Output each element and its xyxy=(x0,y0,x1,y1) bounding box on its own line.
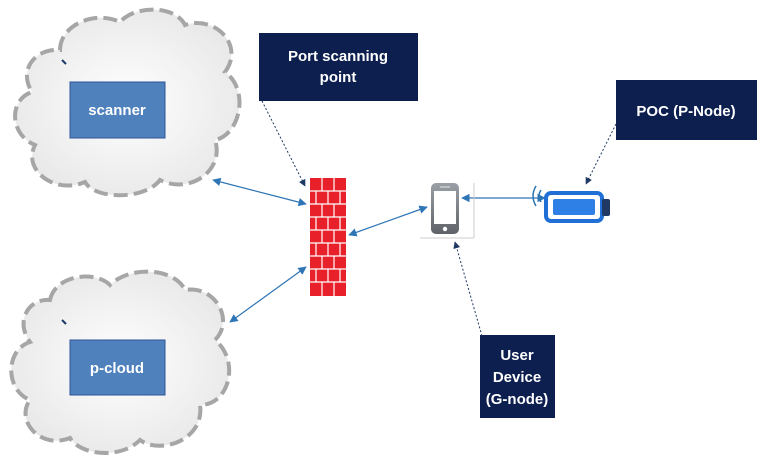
poc-pointer xyxy=(585,123,617,185)
port-scanning-point-line-2: point xyxy=(320,69,357,86)
user-device-line-1: User xyxy=(500,347,534,364)
phone-icon xyxy=(420,183,475,239)
scanner-firewall-link xyxy=(212,177,307,207)
poc-label: POC (P-Node) xyxy=(636,103,735,120)
scanner-box: scanner xyxy=(69,81,166,139)
scanner-label: scanner xyxy=(88,102,146,119)
battery-icon xyxy=(532,185,610,223)
p-cloud-box: p-cloud xyxy=(69,339,166,396)
user-device-box: User Device (G-node) xyxy=(480,335,555,418)
user-device-line-3: (G-node) xyxy=(486,391,548,408)
poc-box: POC (P-Node) xyxy=(616,80,757,140)
port-scanning-point-line-1: Port scanning xyxy=(288,48,388,65)
pcloud-firewall-link xyxy=(229,266,307,323)
user-device-line-2: Device xyxy=(493,369,541,386)
firewall-icon xyxy=(310,178,346,296)
p-cloud-label: p-cloud xyxy=(90,360,144,377)
port-scanning-pointer xyxy=(261,100,306,187)
user-device-pointer xyxy=(453,241,483,337)
firewall-device-link xyxy=(348,205,428,237)
port-scanning-point-box: Port scanning point xyxy=(259,33,418,101)
